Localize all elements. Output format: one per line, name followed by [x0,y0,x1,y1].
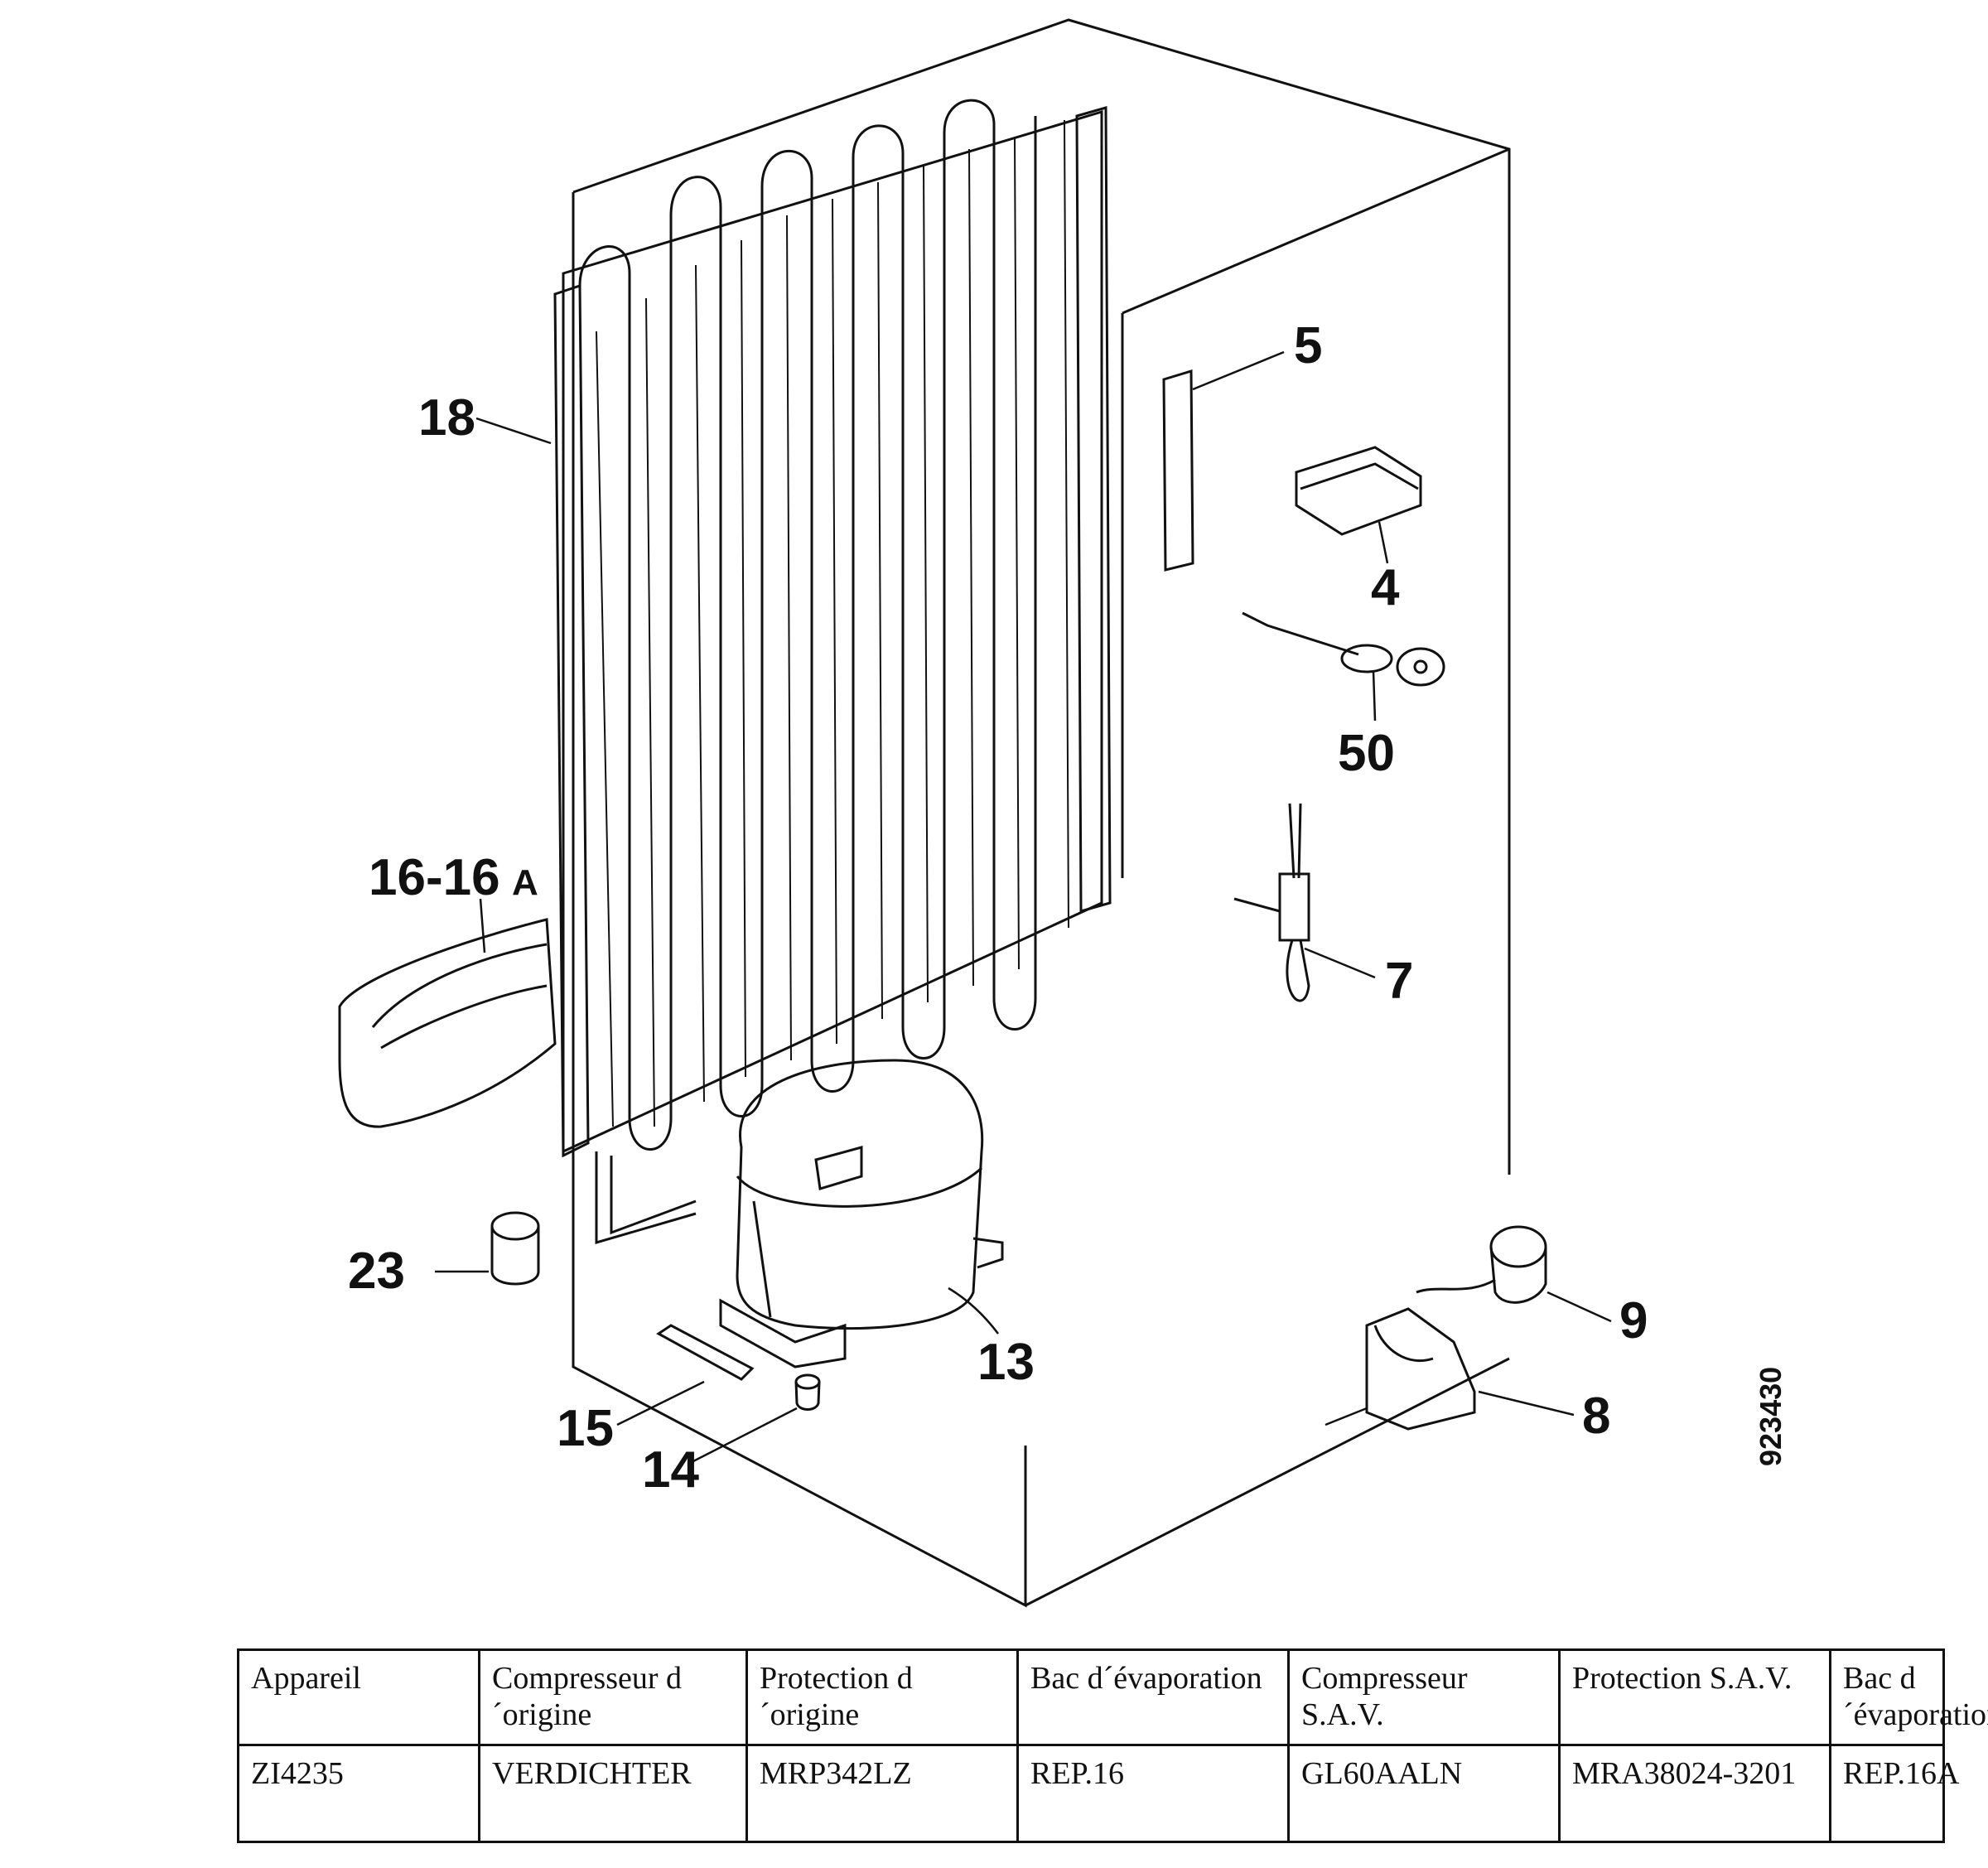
refrigerator-cabinet [572,18,1511,1608]
callout-9: 9 [1619,1292,1648,1349]
callout-labels: 5 4 50 7 18 16-16 A 23 13 15 14 9 8 9234… [348,317,1788,1499]
header-protection-origine: Protection d´origine [746,1648,1019,1746]
callout-50: 50 [1338,725,1395,782]
spec-table: Appareil Compresseur d´origine Protectio… [237,1648,1988,1843]
header-bac-evaporation-sav: Bac d´évaporation [1829,1648,1988,1746]
callout-13: 13 [977,1334,1035,1391]
callout-4: 4 [1371,559,1400,616]
cell-protection-sav: MRA38024-3201 [1558,1744,1831,1843]
part-14-nut [794,1373,821,1411]
header-compresseur-origine: Compresseur d´origine [478,1648,748,1746]
table-row: ZI4235 VERDICHTER MRP342LZ REP.16 GL60AA… [237,1744,1959,1843]
cell-protection-origine: MRP342LZ [746,1744,1019,1843]
part-5-bracket [1162,369,1194,572]
cell-compresseur-sav: GL60AALN [1287,1744,1561,1843]
table-header-row: Appareil Compresseur d´origine Protectio… [237,1648,1988,1746]
cell-bac-evaporation: REP.16 [1016,1744,1290,1843]
callout-16a-suffix: A [512,862,538,903]
cell-compresseur-origine: VERDICHTER [478,1744,748,1843]
callout-15: 15 [557,1400,614,1457]
callout-8: 8 [1582,1388,1610,1445]
cell-bac-evaporation-sav: REP.16A [1829,1744,1959,1843]
header-protection-sav: Protection S.A.V. [1558,1648,1831,1746]
callout-23: 23 [348,1243,405,1300]
callout-7: 7 [1385,953,1413,1010]
leader-lines [435,350,1612,1464]
exploded-parts-diagram: 5 4 50 7 18 16-16 A 23 13 15 14 9 8 9234… [338,18,1788,1608]
part-13-compressor [719,1059,1004,1368]
header-appareil: Appareil [237,1648,480,1746]
part-23-grommet [490,1211,540,1286]
header-compresseur-sav: Compresseur S.A.V. [1287,1648,1561,1746]
header-bac-evaporation: Bac d´évaporation [1016,1648,1290,1746]
part-16-evaporation-tray [338,918,557,1128]
callout-18: 18 [418,389,475,446]
callout-16: 16-16 [369,849,500,906]
callout-14: 14 [642,1441,699,1499]
callout-5: 5 [1294,317,1322,374]
condenser [553,99,1112,1244]
part-8-relay-housing [1365,1307,1476,1431]
cell-appareil: ZI4235 [237,1744,480,1843]
part-50-sensor [1242,611,1445,687]
reference-number: 923430 [1754,1367,1788,1466]
part-4-clip [1295,446,1422,536]
part-15-plate [656,1324,755,1381]
part-7-capillary [1233,803,1310,1002]
part-9-relay [1416,1225,1547,1304]
